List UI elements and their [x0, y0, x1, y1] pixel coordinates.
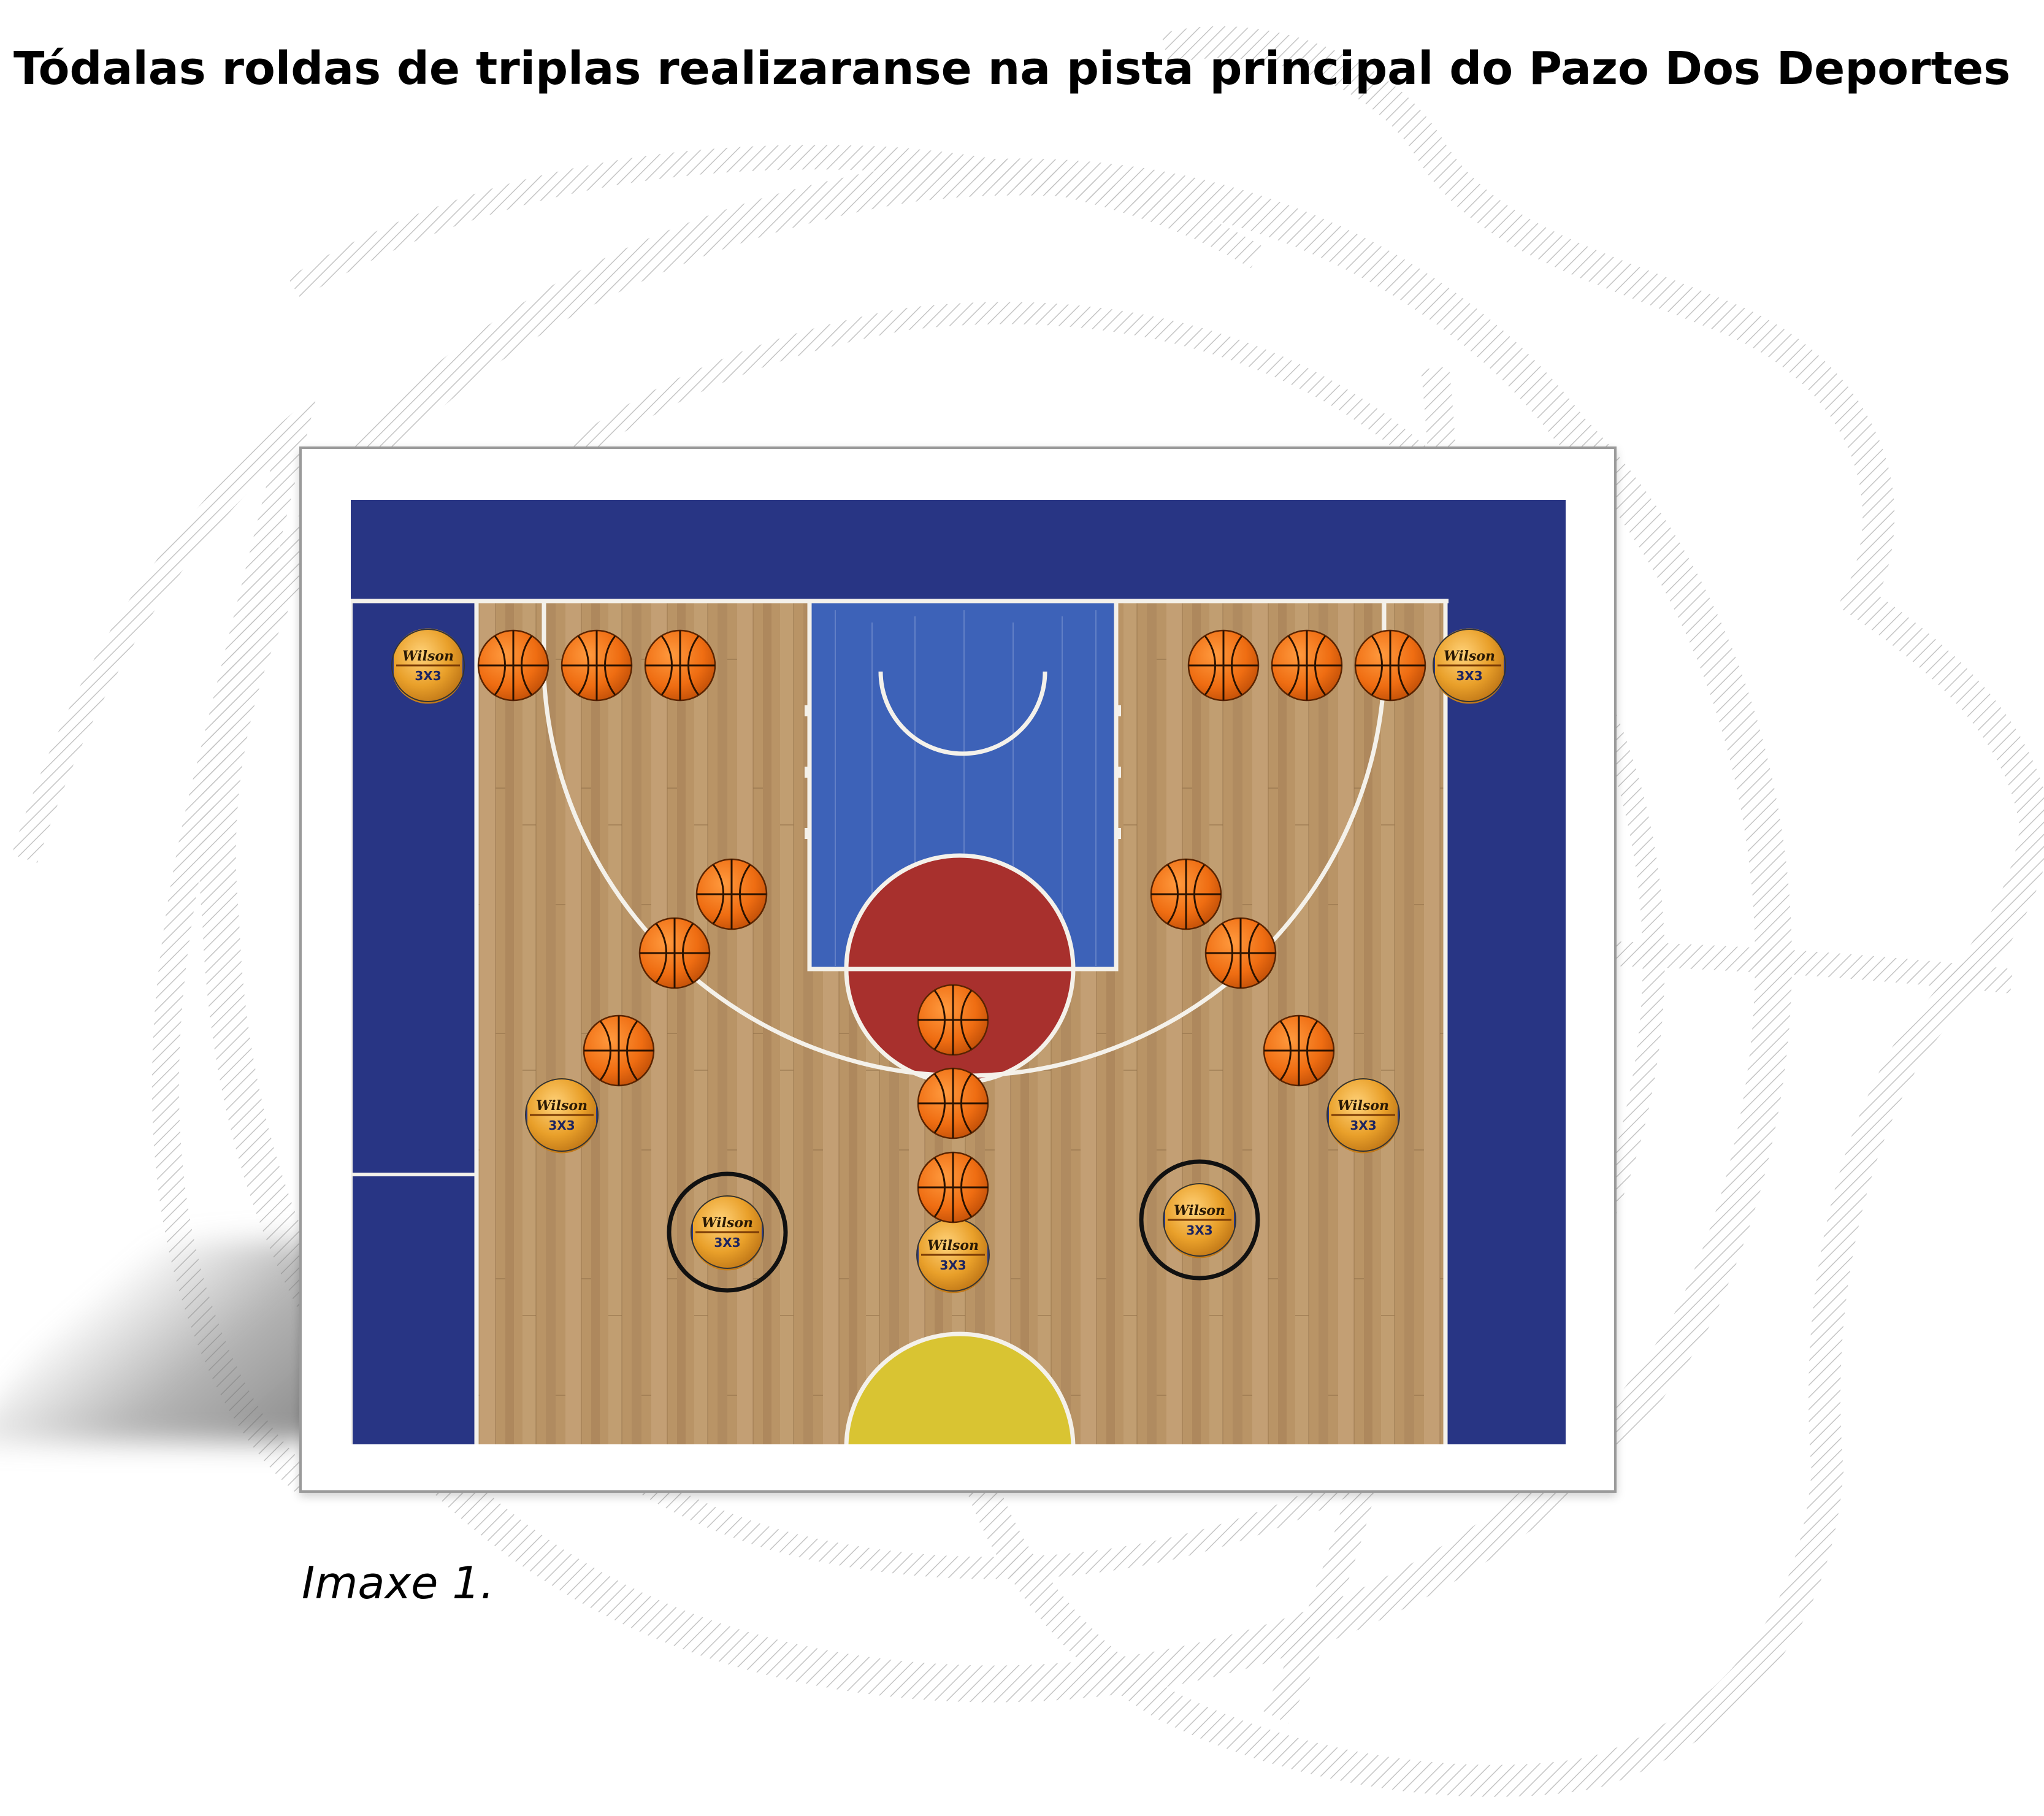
- orange-ball: [638, 917, 711, 989]
- money-ball: Wilson 3X3: [916, 1217, 990, 1293]
- money-ball: Wilson 3X3: [391, 628, 465, 704]
- svg-text:Wilson: Wilson: [1174, 1203, 1225, 1219]
- money-ball-circled: Wilson 3X3: [1163, 1182, 1236, 1259]
- orange-ball: [1150, 858, 1222, 930]
- orange-ball: [917, 984, 989, 1056]
- page-heading: Tódalas roldas de triplas realizaranse n…: [13, 42, 2011, 95]
- ball-racks: Wilson3X3Wilson3X3Wilson3X3Wilson3X3Wils…: [391, 628, 1506, 1293]
- svg-text:Wilson: Wilson: [402, 648, 454, 664]
- money-ball: Wilson 3X3: [1433, 628, 1506, 704]
- highlight-ring: [1139, 1159, 1260, 1281]
- svg-text:Wilson: Wilson: [927, 1238, 979, 1254]
- restricted-arc: [878, 671, 1047, 756]
- orange-ball: [561, 629, 633, 702]
- svg-text:Wilson: Wilson: [536, 1098, 588, 1114]
- svg-text:3X3: 3X3: [1456, 669, 1482, 683]
- orange-ball: [583, 1014, 655, 1087]
- orange-ball: [1263, 1014, 1335, 1087]
- money-ball: Wilson 3X3: [525, 1078, 599, 1154]
- watermark-swoosh-top: [288, 145, 1264, 299]
- figure-caption: Imaxe 1.: [302, 1557, 494, 1609]
- svg-text:3X3: 3X3: [714, 1235, 740, 1250]
- orange-ball: [1354, 629, 1426, 702]
- orange-ball: [1204, 917, 1277, 989]
- svg-text:Wilson: Wilson: [1444, 648, 1495, 664]
- orange-ball: [477, 629, 549, 702]
- svg-text:3X3: 3X3: [940, 1258, 966, 1273]
- svg-text:Wilson: Wilson: [1338, 1098, 1389, 1114]
- svg-text:3X3: 3X3: [1186, 1223, 1212, 1238]
- svg-text:3X3: 3X3: [415, 669, 441, 683]
- orange-ball: [695, 858, 768, 930]
- center-circle: [844, 1331, 1076, 1444]
- svg-text:3X3: 3X3: [1350, 1118, 1376, 1133]
- money-ball-circled: Wilson 3X3: [691, 1195, 764, 1271]
- orange-ball: [1271, 629, 1343, 702]
- orange-ball: [917, 1151, 989, 1224]
- svg-text:3X3: 3X3: [548, 1118, 575, 1133]
- money-ball: Wilson 3X3: [1326, 1078, 1400, 1154]
- court-diagram: Wilson3X3Wilson3X3Wilson3X3Wilson3X3Wils…: [351, 500, 1566, 1444]
- orange-ball: [1187, 629, 1260, 702]
- watermark-figure-outline: [966, 26, 2044, 1797]
- orange-ball: [644, 629, 716, 702]
- watermark-ring-outer: [199, 158, 1792, 1703]
- orange-ball: [917, 1067, 989, 1140]
- watermark-ring-inner: [332, 302, 1665, 1579]
- highlight-ring: [667, 1171, 788, 1293]
- svg-text:Wilson: Wilson: [702, 1215, 753, 1231]
